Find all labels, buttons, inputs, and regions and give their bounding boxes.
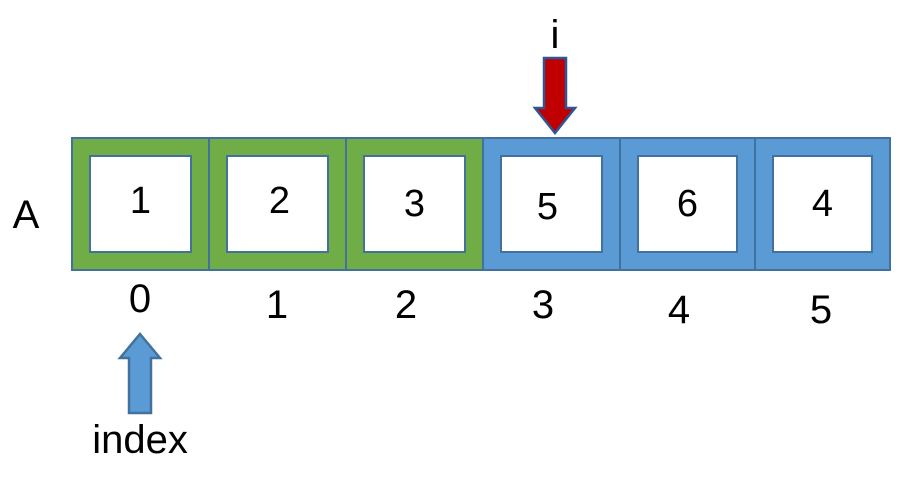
array-cell: 3 [345,137,484,271]
cell-box [772,155,873,253]
index-label: 5 [810,288,832,332]
index-label: 1 [266,283,288,327]
array-cell: 1 [71,137,210,271]
i-pointer: i [532,13,578,136]
array-indices: 0 1 2 3 4 5 [129,277,832,332]
cell-box [89,155,192,253]
i-pointer-label: i [551,13,560,57]
cell-box [500,155,603,253]
cell-value: 5 [537,186,558,228]
array-cell: 2 [208,137,347,271]
index-label: 0 [129,277,151,321]
index-pointer: index [92,332,188,462]
array-cell: 4 [754,137,891,271]
cell-box [363,155,466,253]
index-label: 2 [395,283,417,327]
down-arrow-icon [532,56,578,136]
array-cells: 1 2 3 5 6 4 [71,137,891,271]
cell-box [226,155,329,253]
cell-value: 2 [269,180,290,222]
cell-box [637,155,738,253]
index-pointer-label: index [92,418,188,462]
array-cell: 6 [619,137,756,271]
cell-value: 6 [677,183,698,225]
up-arrow-icon [117,332,163,415]
index-label: 3 [532,283,554,327]
array-cell: 5 [482,137,621,271]
array-name-label: A [13,193,40,237]
index-label: 4 [668,288,690,332]
cell-value: 4 [812,183,833,225]
cell-value: 1 [130,180,151,222]
cell-value: 3 [404,183,425,225]
